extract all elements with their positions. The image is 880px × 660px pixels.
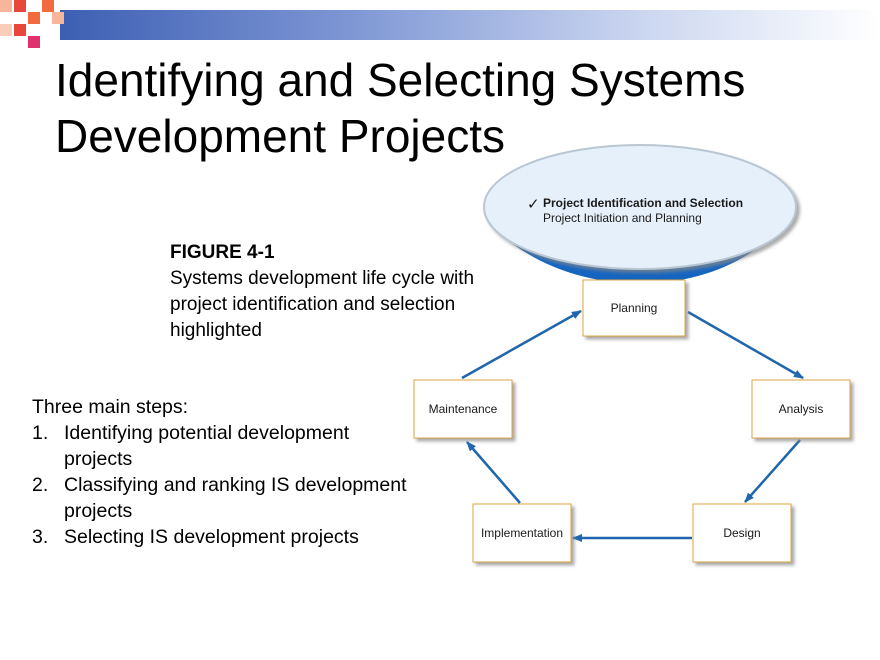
check-icon: ✓ [527, 196, 540, 213]
steps-section: Three main steps: 1. Identifying potenti… [32, 394, 472, 550]
decor-square [14, 24, 26, 36]
highlight-title: Project Identification and Selection [543, 196, 743, 210]
figure-caption-line: project identification and selection [170, 294, 456, 315]
decor-square [14, 0, 26, 12]
step-text-line: Selecting IS development projects [64, 526, 359, 548]
decor-square [28, 12, 40, 24]
step-number: 3. [32, 526, 49, 548]
decor-square [28, 36, 40, 48]
arrow-maintenance-to-planning [461, 309, 582, 380]
phase-label-analysis: Analysis [779, 402, 824, 416]
slide-title-line: Identifying and Selecting Systems [55, 54, 746, 106]
highlight-ellipse [483, 144, 797, 270]
decor-square [0, 24, 12, 36]
phase-box-maintenance: Maintenance [413, 379, 513, 439]
decor-square [52, 12, 64, 24]
step-text-line: Identifying potential development [64, 422, 350, 444]
decor-square [42, 0, 54, 12]
step-text-line: Classifying and ranking IS development [64, 474, 407, 496]
phase-label-design: Design [723, 526, 760, 540]
arrow-analysis-to-design [744, 439, 801, 503]
phase-label-maintenance: Maintenance [429, 402, 498, 416]
arrow-implementation-to-maintenance [466, 441, 521, 504]
phase-label-planning: Planning [611, 301, 658, 315]
step-number: 1. [32, 422, 49, 444]
decor-square [0, 0, 12, 12]
header-gradient-bar [60, 10, 880, 40]
slide-title: Identifying and Selecting Systems Develo… [55, 52, 835, 164]
phase-box-analysis: Analysis [751, 379, 851, 439]
steps-list: 1. Identifying potential development pro… [32, 420, 472, 550]
figure-number: FIGURE 4-1 [170, 242, 275, 263]
slide-title-line: Development Projects [55, 110, 505, 162]
step-item: 3. Selecting IS development projects [32, 524, 472, 550]
step-number: 2. [32, 474, 49, 496]
figure-caption-line: Systems development life cycle with [170, 268, 475, 289]
step-item: 1. Identifying potential development pro… [32, 420, 472, 472]
arrow-planning-to-analysis [687, 310, 804, 380]
step-item: 2. Classifying and ranking IS developmen… [32, 472, 472, 524]
phase-box-implementation: Implementation [472, 503, 572, 563]
figure-caption: FIGURE 4-1 Systems development life cycl… [170, 240, 530, 344]
step-text-line: projects [64, 448, 133, 470]
phase-box-design: Design [692, 503, 792, 563]
figure-caption-line: highlighted [170, 320, 262, 341]
steps-intro: Three main steps: [32, 396, 189, 418]
phase-box-planning: Planning [582, 279, 686, 337]
phase-label-implementation: Implementation [481, 526, 563, 540]
highlight-subtitle: Project Initiation and Planning [543, 211, 702, 225]
step-text-line: projects [64, 500, 133, 522]
